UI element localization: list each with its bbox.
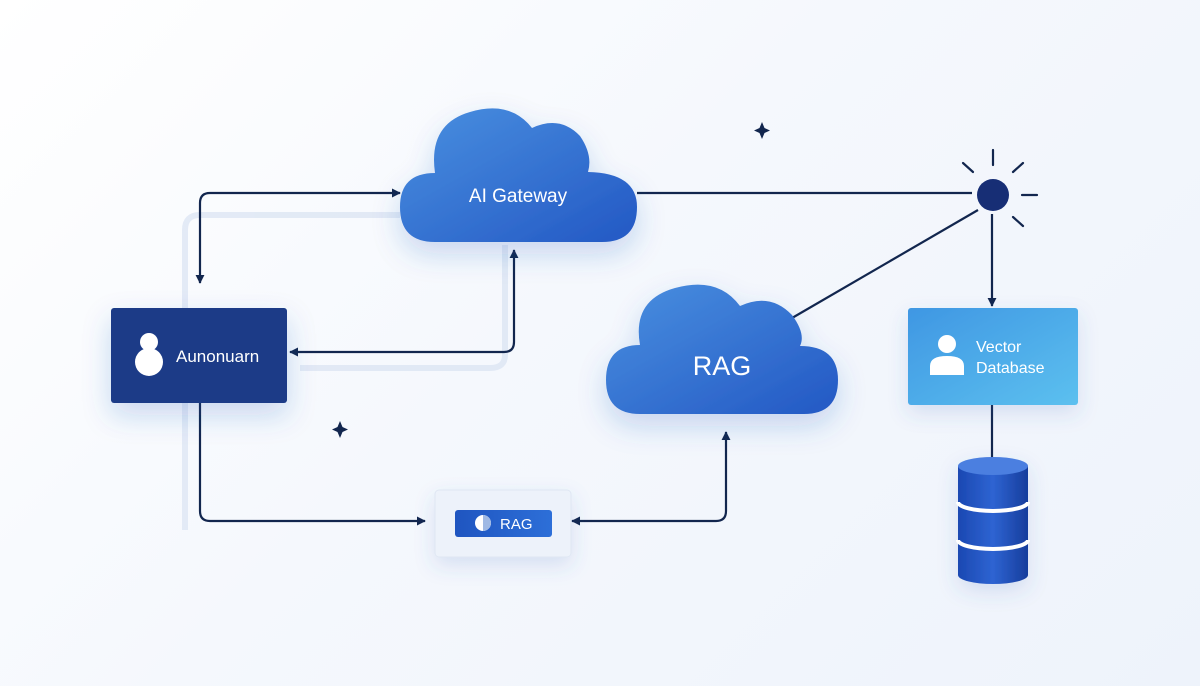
user-icon: [135, 333, 163, 376]
user-node[interactable]: [111, 308, 287, 403]
connector-user-to-gateway: [195, 188, 401, 284]
hub-node-icon: [961, 148, 1039, 228]
connector-rag-module-to-rag: [571, 431, 731, 526]
sparkle-icon: [754, 122, 770, 139]
vector-database-label-line1: Vector: [976, 339, 1022, 356]
vector-database-label-line2: Database: [976, 360, 1045, 377]
connector-gateway-to-user: [289, 249, 519, 357]
connectors: [195, 188, 997, 526]
rag-cloud[interactable]: [606, 284, 838, 414]
rag-cloud-label: RAG: [693, 351, 752, 381]
connector-hub-to-rag: [779, 209, 979, 326]
pie-chart-icon: [475, 515, 491, 531]
user-node-label: Aunonuarn: [176, 347, 259, 366]
ai-gateway-cloud[interactable]: [400, 108, 637, 243]
vector-database-node[interactable]: [908, 308, 1078, 405]
database-cylinder-icon: [956, 457, 1030, 584]
ai-gateway-label: AI Gateway: [469, 186, 568, 207]
database-user-icon: [930, 335, 964, 375]
rag-module-label: RAG: [500, 516, 533, 533]
connector-user-to-rag-module: [198, 403, 426, 526]
sparkle-icon: [332, 421, 348, 438]
